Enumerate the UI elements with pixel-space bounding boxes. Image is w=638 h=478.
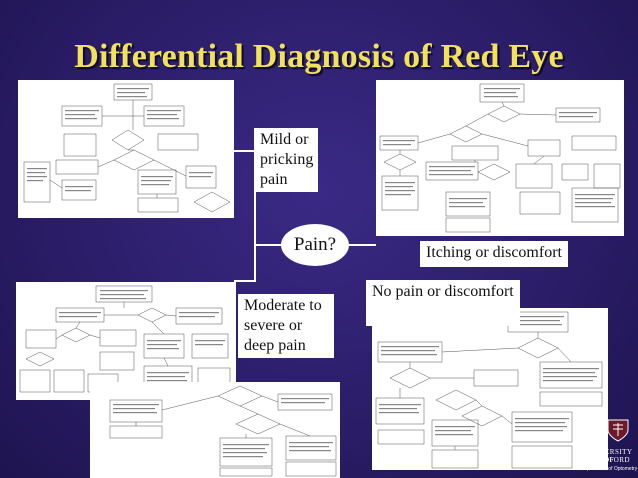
flowchart-moderate-pain — [16, 282, 236, 400]
connector-pain-to-right — [348, 244, 376, 246]
slide-title: Differential Diagnosis of Red Eye — [74, 38, 564, 75]
connector-left-to-pain — [254, 244, 284, 246]
flowchart-mild-pain-diagram — [23, 83, 231, 213]
flowchart-moderate-pain-continued — [90, 382, 340, 478]
flowchart-no-pain — [372, 308, 608, 470]
crest-icon — [607, 419, 629, 442]
connector-left-vertical — [254, 150, 256, 280]
connector-top-left-stub — [234, 150, 256, 152]
logo-department: Department of Optometry — [580, 466, 638, 472]
pain-question-node: Pain? — [281, 224, 349, 266]
flowchart-itching-diagram — [379, 83, 621, 233]
branch-moderate-pain-label: Moderate to severe or deep pain — [238, 294, 334, 358]
flowchart-moderate-pain-continued-diagram — [109, 385, 337, 477]
branch-itching-label: Itching or discomfort — [420, 241, 568, 267]
university-logo: UNIVERSITY OF BRADFORD Department of Opt… — [580, 418, 638, 476]
flowchart-no-pain-diagram — [375, 311, 603, 469]
connector-bottom-left-stub — [234, 280, 256, 282]
flowchart-moderate-pain-diagram — [19, 285, 231, 393]
logo-university-of: UNIVERSITY OF — [585, 448, 633, 464]
branch-no-pain-label: No pain or discomfort — [366, 280, 520, 326]
flowchart-itching — [376, 80, 624, 236]
logo-bradford: BRADFORD — [587, 456, 631, 464]
branch-mild-pain-label: Mild or pricking pain — [254, 128, 318, 192]
flowchart-mild-pain — [18, 80, 234, 218]
